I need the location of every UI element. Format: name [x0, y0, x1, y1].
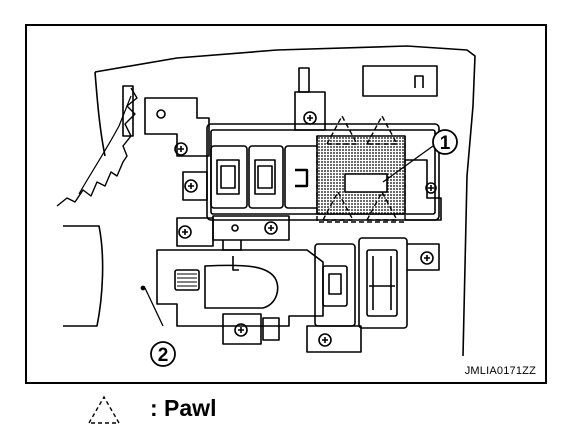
mount-bracket-left: [144, 97, 210, 157]
diagram-figure: 1 2 JMLIA0171ZZ: [25, 24, 547, 384]
callout-2: 2: [150, 341, 176, 367]
cut-line: [56, 87, 138, 207]
legend-text: : Pawl: [150, 395, 217, 421]
dash-panel-outline: [94, 45, 476, 357]
legend: : Pawl: [86, 393, 386, 427]
fuse-block-illustration: 1 2: [56, 45, 476, 367]
figure-code: JMLIA0171ZZ: [464, 365, 536, 377]
leader-line-1: [382, 145, 434, 183]
right-connector-2: [358, 237, 408, 329]
fuse-slot-2: [248, 145, 284, 209]
top-right-clip: [362, 65, 438, 97]
fuse-slot-3: [284, 145, 320, 209]
callout-1: 1: [432, 129, 458, 155]
leader-line-2: [144, 287, 164, 327]
right-connector-1: [314, 243, 356, 327]
top-tab: [294, 91, 326, 131]
fuse-slot-1: [210, 145, 248, 209]
svg-text:2: 2: [158, 345, 169, 366]
svg-text:1: 1: [440, 133, 451, 154]
pawl-triangle-icon: [87, 395, 121, 424]
